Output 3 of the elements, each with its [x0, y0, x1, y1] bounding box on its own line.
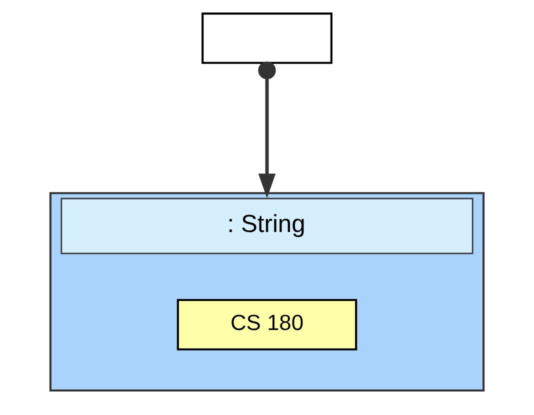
- node-box: CS 180: [176, 298, 358, 350]
- node-box: [202, 12, 332, 64]
- arrow: [258, 62, 276, 198]
